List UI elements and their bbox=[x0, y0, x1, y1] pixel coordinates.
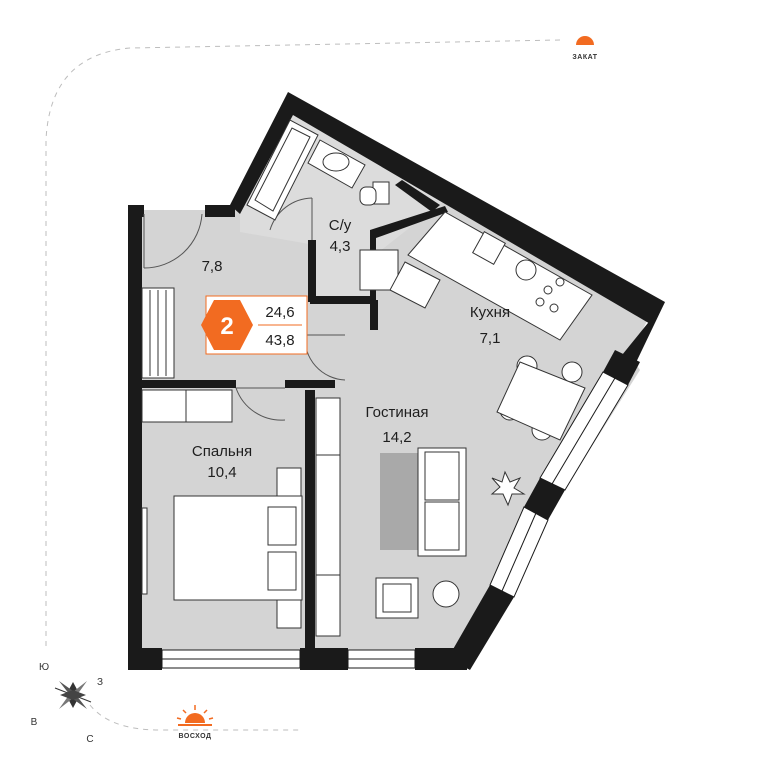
compass-south: Ю bbox=[39, 662, 49, 673]
badge-hexagon bbox=[201, 300, 253, 350]
compass-star-icon bbox=[54, 681, 92, 709]
washing-machine bbox=[359, 249, 399, 291]
compass-east: В bbox=[31, 717, 38, 728]
living-area: 14,2 bbox=[382, 429, 411, 446]
sunset-label: ЗАКАТ bbox=[572, 54, 597, 61]
wall-top-left bbox=[128, 205, 144, 217]
wall-bottom-left bbox=[128, 648, 162, 670]
door-entrance[interactable] bbox=[143, 213, 203, 269]
bedroom-area: 10,4 bbox=[207, 464, 236, 481]
sunrise-label: ВОСХОД bbox=[179, 733, 212, 740]
living-name: Гостиная bbox=[366, 404, 429, 421]
bed bbox=[173, 467, 303, 629]
wall-hall-bottom bbox=[370, 300, 378, 330]
sunrise-horizon bbox=[178, 724, 212, 726]
dining-table bbox=[496, 355, 586, 441]
compass: Ю З В С bbox=[31, 662, 103, 745]
wall-bottom-right bbox=[415, 648, 467, 670]
wall-shaft bbox=[395, 180, 440, 212]
bathtub bbox=[246, 119, 319, 221]
bathroom-sink bbox=[307, 139, 366, 189]
bedroom-side-window bbox=[141, 507, 148, 595]
hall-wardrobe bbox=[141, 287, 175, 379]
sunset-marker: ЗАКАТ bbox=[572, 36, 597, 61]
bedroom-wardrobe bbox=[141, 389, 233, 423]
sofa bbox=[380, 447, 467, 557]
sunrise-sun bbox=[185, 713, 205, 723]
kitchen-area: 7,1 bbox=[480, 330, 501, 347]
wall-bath-right bbox=[370, 206, 448, 300]
compass-west: З bbox=[97, 677, 103, 688]
window-bottom-bedroom bbox=[161, 649, 301, 669]
wall-bottom-mid bbox=[300, 648, 348, 670]
door-bathroom[interactable] bbox=[269, 197, 313, 240]
armchair bbox=[375, 577, 460, 619]
wall-bedroom-top bbox=[136, 380, 236, 388]
sunrise-marker: ВОСХОД bbox=[176, 705, 214, 740]
living-shelf bbox=[315, 397, 341, 637]
wall-pier-2 bbox=[524, 478, 565, 520]
sunset-icon bbox=[576, 36, 594, 45]
wall-bath-bottom bbox=[310, 296, 376, 304]
compass-north: С bbox=[86, 734, 93, 745]
wall-bath-left bbox=[308, 240, 316, 302]
wall-bedroom-top-right bbox=[285, 380, 335, 388]
badge-room-count: 2 bbox=[220, 313, 233, 340]
apartment-badge: 2 24,6 43,8 bbox=[201, 295, 308, 355]
plant bbox=[490, 470, 526, 507]
wall-left bbox=[128, 205, 142, 670]
badge-living-area: 24,6 bbox=[265, 304, 294, 321]
bathroom-area: 4,3 bbox=[330, 238, 351, 255]
badge-total-area: 43,8 bbox=[265, 332, 294, 349]
toilet bbox=[359, 181, 390, 206]
bathroom-name: С/у bbox=[329, 217, 352, 234]
hall-area: 7,8 bbox=[202, 258, 223, 275]
door-bedroom[interactable] bbox=[235, 387, 286, 421]
bedroom-name: Спальня bbox=[192, 443, 252, 460]
wall-right-upper bbox=[618, 302, 665, 375]
wall-bedroom-living bbox=[305, 390, 315, 648]
kitchen-name: Кухня bbox=[470, 304, 510, 321]
window-right-upper bbox=[539, 371, 629, 491]
sunrise-icon bbox=[176, 705, 214, 720]
kitchen-counter bbox=[389, 211, 593, 341]
wall-diagonal-top bbox=[230, 92, 665, 325]
window-right-lower bbox=[489, 506, 549, 598]
window-bottom-living bbox=[347, 649, 416, 669]
wall-top-mid bbox=[205, 205, 235, 217]
